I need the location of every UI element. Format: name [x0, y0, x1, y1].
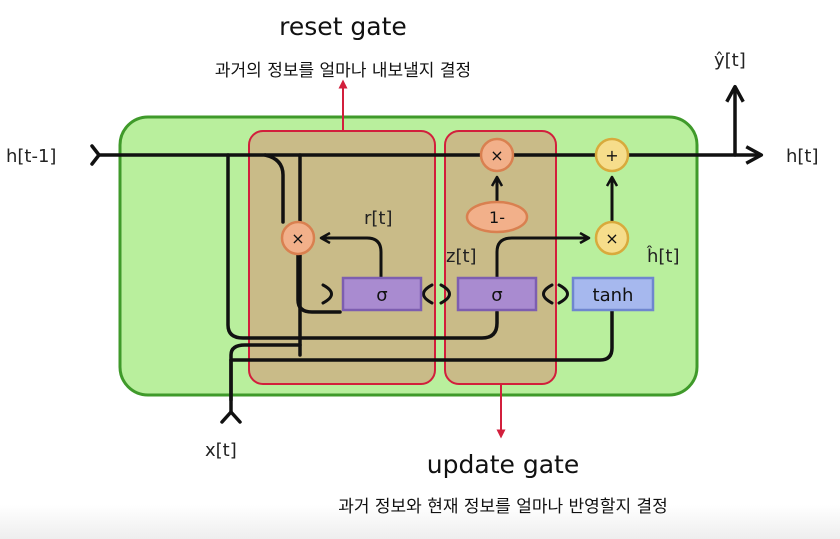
- tanh-label: tanh: [593, 285, 634, 306]
- update-gate-description: 과거 정보와 현재 정보를 얼마나 반영할지 결정: [338, 497, 668, 517]
- sigma-reset-label: σ: [376, 285, 387, 306]
- reset-gate-title: reset gate: [279, 12, 407, 41]
- node-one-minus: 1-: [465, 200, 529, 234]
- node-mult-candidate: ×: [594, 220, 630, 256]
- mult-candidate-symbol: ×: [605, 229, 618, 248]
- one-minus-symbol: 1-: [489, 208, 505, 227]
- y-out-label: ŷ[t]: [714, 50, 746, 71]
- mult-reset-symbol: ×: [291, 229, 304, 248]
- z-label: z[t]: [446, 246, 477, 267]
- add-symbol: +: [605, 146, 618, 165]
- node-mult-update: ×: [479, 137, 515, 173]
- h-candidate-label: ĥ[t]: [646, 245, 680, 267]
- reset-gate-description: 과거의 정보를 얼마나 내보낼지 결정: [215, 61, 471, 81]
- sigma-update-label: σ: [491, 285, 502, 306]
- r-label: r[t]: [364, 208, 393, 229]
- node-add: +: [594, 137, 630, 173]
- wires: [90, 84, 764, 424]
- bottom-shade: [0, 505, 840, 539]
- update-gate-title: update gate: [427, 450, 579, 479]
- node-mult-reset: ×: [280, 220, 316, 256]
- h-prev-label: h[t-1]: [6, 146, 56, 167]
- tanh-box: tanh: [571, 276, 655, 312]
- sigma-reset-box: σ: [341, 276, 423, 312]
- sigma-update-box: σ: [456, 276, 538, 312]
- h-out-label: h[t]: [786, 146, 819, 167]
- mult-update-symbol: ×: [490, 146, 503, 165]
- x-in-label: x[t]: [205, 440, 237, 461]
